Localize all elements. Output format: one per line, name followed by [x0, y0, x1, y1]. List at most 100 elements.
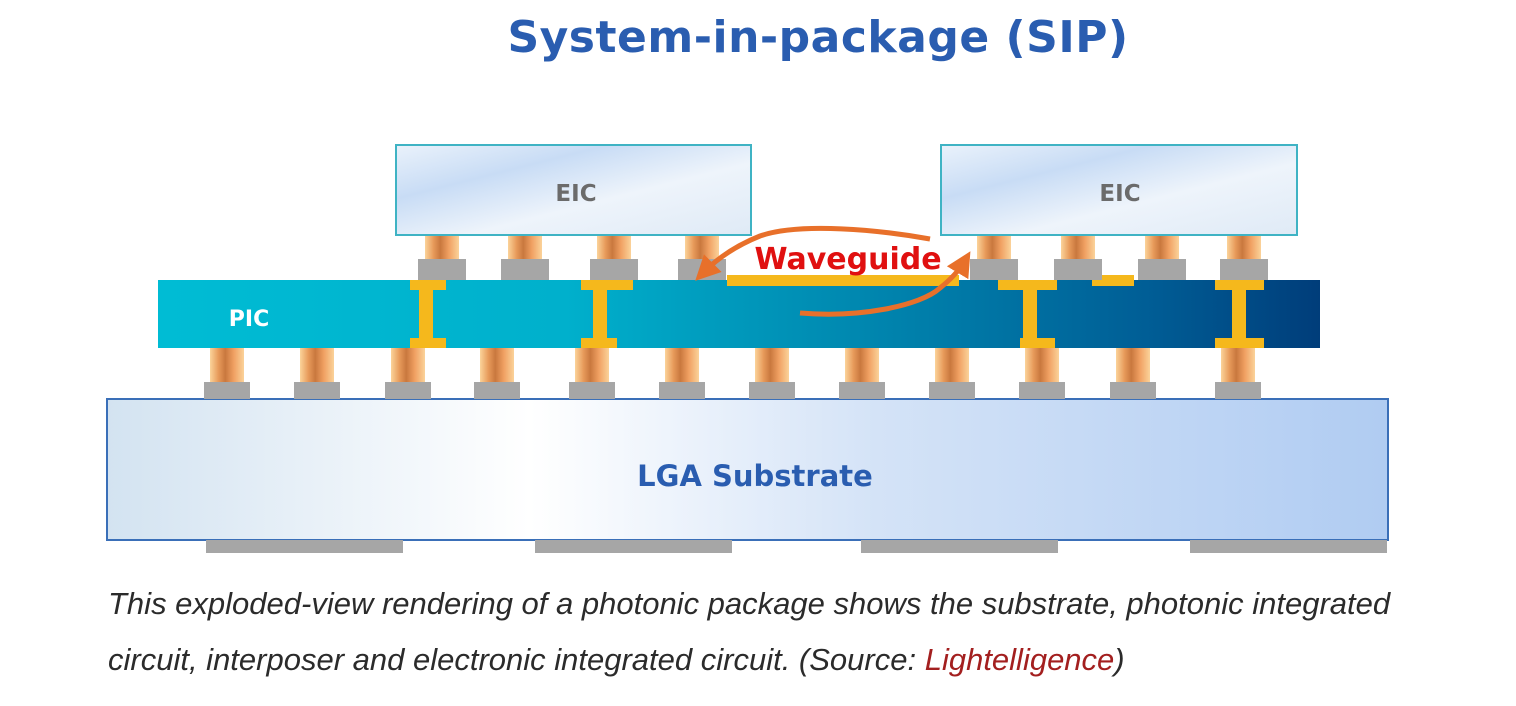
- bump-pad: [1110, 382, 1156, 399]
- bump-pad: [1138, 259, 1186, 280]
- via: [1215, 280, 1264, 348]
- bump: [569, 348, 615, 399]
- eic-right: EIC: [940, 144, 1298, 236]
- via-bottom-cap: [581, 338, 617, 348]
- bump: [590, 235, 638, 280]
- bump: [1220, 235, 1268, 280]
- bump-pad: [839, 382, 885, 399]
- copper-pillar: [425, 235, 459, 260]
- via-shaft: [1232, 290, 1246, 338]
- diagram-title: System-in-package (SIP): [507, 12, 1129, 63]
- bump-pad: [569, 382, 615, 399]
- through-vias: [410, 275, 1264, 348]
- bump: [839, 348, 885, 399]
- bump-pad: [1019, 382, 1065, 399]
- copper-pillar: [575, 348, 609, 383]
- copper-pillar: [1221, 348, 1255, 383]
- caption-text: This exploded-view rendering of a photon…: [108, 586, 1391, 677]
- via-top-cap: [998, 280, 1057, 290]
- bump-pad: [749, 382, 795, 399]
- copper-pillar: [845, 348, 879, 383]
- bump-pad: [501, 259, 549, 280]
- bump-pad: [1054, 259, 1102, 280]
- bump-pad: [659, 382, 705, 399]
- lga-pad: [1190, 540, 1387, 553]
- via: [410, 280, 446, 348]
- via-top-cap: [1215, 280, 1264, 290]
- lga-pads: [206, 540, 1387, 553]
- via-shaft: [419, 290, 433, 338]
- via-top-cap: [581, 280, 633, 290]
- bump-pad: [1215, 382, 1261, 399]
- bump: [385, 348, 431, 399]
- copper-pillar: [480, 348, 514, 383]
- bump: [501, 235, 549, 280]
- bump: [1138, 235, 1186, 280]
- lga-pad: [535, 540, 732, 553]
- caption-closing: ): [1114, 642, 1125, 677]
- waveguide-label: Waveguide: [754, 242, 941, 277]
- arrow-right-icon: [799, 251, 971, 317]
- bump: [418, 235, 466, 280]
- copper-pillar: [1061, 235, 1095, 260]
- bump: [1019, 348, 1065, 399]
- via: [998, 280, 1057, 348]
- bump-pad: [590, 259, 638, 280]
- pic-layer: PIC: [158, 280, 1320, 348]
- via-shaft: [1023, 290, 1037, 338]
- via-bottom-cap: [410, 338, 446, 348]
- waveguide-strip: [727, 275, 959, 286]
- lga-substrate: LGA Substrate: [106, 398, 1389, 541]
- waveguide: Waveguide: [695, 225, 971, 317]
- bump: [294, 348, 340, 399]
- copper-pillar: [977, 235, 1011, 260]
- upper-bumps: [418, 235, 1268, 280]
- copper-pillar: [1116, 348, 1150, 383]
- copper-pillar: [755, 348, 789, 383]
- bump: [749, 348, 795, 399]
- substrate-label: LGA Substrate: [637, 459, 873, 493]
- copper-pillar: [508, 235, 542, 260]
- eic-right-label: EIC: [1099, 181, 1140, 207]
- surface-pad: [1092, 275, 1134, 286]
- copper-pillar: [685, 235, 719, 260]
- bump-pad: [204, 382, 250, 399]
- lower-bumps: [204, 348, 1261, 399]
- bump-pad: [385, 382, 431, 399]
- bump: [1054, 235, 1102, 280]
- via-bottom-cap: [1020, 338, 1055, 348]
- source-link[interactable]: Lightelligence: [924, 642, 1115, 677]
- pic-label: PIC: [229, 307, 269, 332]
- copper-pillar: [665, 348, 699, 383]
- eic-left-label: EIC: [555, 181, 596, 207]
- bump: [970, 235, 1018, 280]
- arrow-left-icon: [695, 225, 931, 281]
- via: [581, 280, 633, 348]
- copper-pillar: [391, 348, 425, 383]
- copper-pillar: [210, 348, 244, 383]
- copper-pillar: [1227, 235, 1261, 260]
- bump: [659, 348, 705, 399]
- bump-pad: [929, 382, 975, 399]
- via-top-cap: [410, 280, 446, 290]
- copper-pillar: [1025, 348, 1059, 383]
- via-bottom-cap: [1215, 338, 1264, 348]
- copper-pillar: [597, 235, 631, 260]
- bump: [1110, 348, 1156, 399]
- lga-pad: [206, 540, 403, 553]
- bump-pad: [294, 382, 340, 399]
- figure-caption: This exploded-view rendering of a photon…: [108, 576, 1438, 688]
- copper-pillar: [1145, 235, 1179, 260]
- eic-left: EIC: [395, 144, 752, 236]
- copper-pillar: [300, 348, 334, 383]
- via-shaft: [593, 290, 607, 338]
- bump-pad: [474, 382, 520, 399]
- copper-pillar: [935, 348, 969, 383]
- bump-pad: [418, 259, 466, 280]
- bump: [204, 348, 250, 399]
- lga-pad: [861, 540, 1058, 553]
- bump-pad: [1220, 259, 1268, 280]
- bump: [474, 348, 520, 399]
- bump: [1215, 348, 1261, 399]
